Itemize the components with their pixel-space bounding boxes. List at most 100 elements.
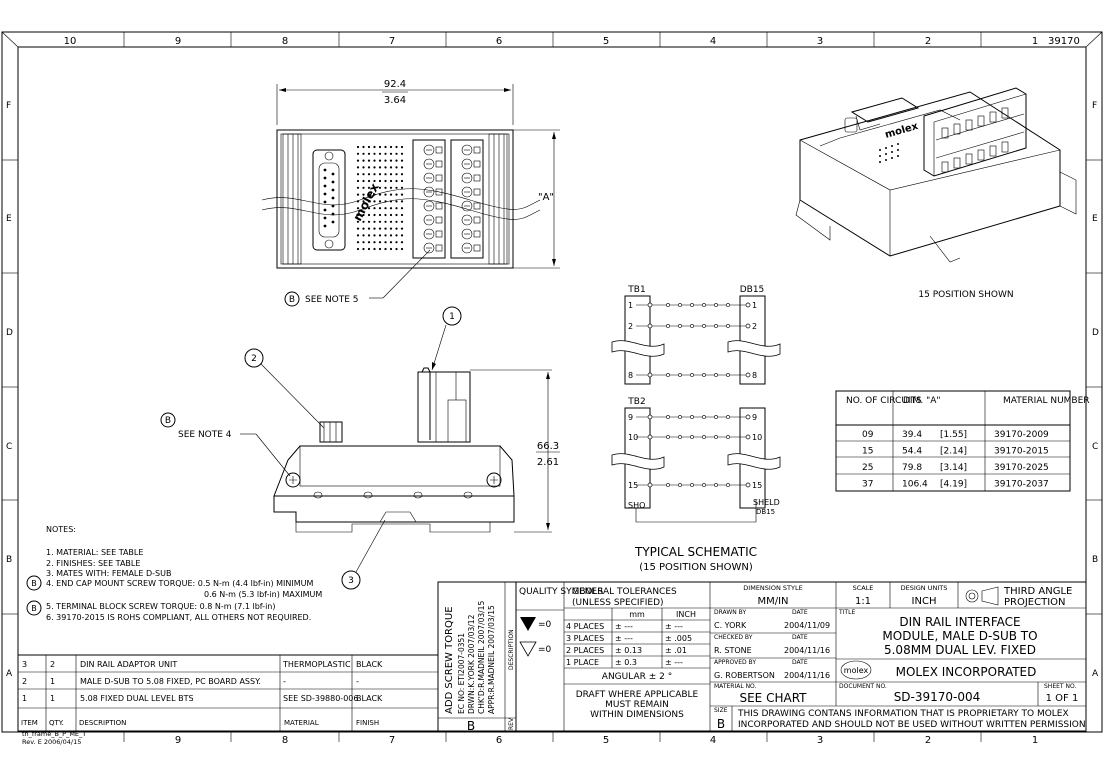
schem-dot [702, 435, 706, 439]
schem-pin-left: 8 [628, 371, 633, 380]
schem-dot [678, 373, 682, 377]
top-note-label: SEE NOTE 5 [305, 295, 359, 305]
schem-dot [726, 435, 730, 439]
chart-cell-circuits: 15 [862, 447, 873, 457]
chart-cell-dim-mm: 39.4 [902, 430, 922, 440]
schem-pin-right: 9 [752, 413, 757, 422]
quality-sym1: =0 [538, 620, 552, 630]
tol-inch-value: ± --- [665, 658, 683, 667]
document-no-label: DOCUMENT NO. [839, 683, 887, 690]
chart-cell-circuits: 25 [862, 463, 873, 473]
design-units: INCH [912, 596, 937, 607]
column-labels-bottom: 9 8 7 6 5 4 3 2 1 th_frame_B_P_ME_T Rev.… [22, 730, 1038, 746]
date-label: DATE [792, 609, 808, 616]
note-item: 4. END CAP MOUNT SCREW TORQUE: 0.5 N-m (… [46, 579, 313, 588]
schem-dot [702, 415, 706, 419]
row-label: B [6, 555, 12, 565]
col-label: 10 [64, 36, 77, 47]
checked-date: 2004/11/16 [784, 646, 830, 655]
bom-header-finish: FINISH [356, 719, 379, 727]
title-line2: MODULE, MALE D-SUB TO [882, 629, 1037, 643]
schem-tb1: TB1 [627, 285, 645, 295]
chart-cell-dim-mm: 79.8 [902, 463, 922, 473]
col-label: 5 [603, 36, 609, 47]
rev-label: REV [508, 717, 515, 730]
bom-cell: DIN RAIL ADAPTOR UNIT [80, 660, 177, 669]
tol-inch-value: ± .005 [665, 634, 692, 643]
bom-cell: - [283, 677, 286, 686]
schem-node [745, 434, 751, 440]
schem-sho: SHO [628, 501, 645, 510]
bom-cell: 1 [50, 694, 55, 703]
dim-style: MM/IN [757, 596, 788, 607]
schem-dot [714, 373, 718, 377]
top-view: 92.4 3.64 molex [261, 79, 560, 307]
row-labels: F E D C B A F E D C B A [6, 101, 1099, 679]
col-label: 5 [603, 735, 609, 746]
col-label: 2 [925, 36, 931, 47]
schem-dot [666, 324, 670, 328]
rev-letter: B [467, 719, 475, 733]
schem-node [745, 372, 751, 378]
tol-places: 1 PLACE [566, 658, 599, 667]
schem-pin-right: 10 [752, 433, 762, 442]
schem-dot [726, 303, 730, 307]
tol-places: 2 PLACES [566, 646, 604, 655]
row-label: D [1092, 328, 1099, 338]
schem-node [647, 372, 653, 378]
schem-dot [726, 373, 730, 377]
schem-pin-left: 10 [628, 433, 638, 442]
top-dim-a: "A" [538, 192, 554, 203]
schem-node [647, 302, 653, 308]
schem-dot [714, 483, 718, 487]
note-ref-b: B [165, 416, 171, 426]
proprietary-line2: INCORPORATED AND SHOULD NOT BE USED WITH… [738, 720, 1086, 730]
col-label: 9 [175, 735, 181, 746]
material-chart-table: NO. OF CIRCUITS DIM. "A" MATERIAL NUMBER… [835, 390, 1090, 492]
note-item: 5. TERMINAL BLOCK SCREW TORQUE: 0.8 N-m … [46, 602, 275, 611]
bom-cell: 1 [50, 677, 55, 686]
chart-cell-dim-in: [2.14] [940, 447, 967, 457]
col-label: 6 [496, 735, 502, 746]
schem-dot [690, 373, 694, 377]
title-line1: DIN RAIL INTERFACE [899, 615, 1020, 629]
schem-title: TYPICAL SCHEMATIC [634, 545, 757, 559]
col-label: 4 [710, 36, 716, 47]
schem-dot [714, 303, 718, 307]
bom-header-material: MATERIAL [284, 719, 319, 727]
material-no-label: MATERIAL NO. [714, 683, 757, 690]
schem-pin-right: 8 [752, 371, 757, 380]
dim-style-label: DIMENSION STYLE [743, 584, 802, 592]
schem-dot [666, 373, 670, 377]
schem-dot [666, 415, 670, 419]
checked-by: R. STONE [714, 646, 752, 655]
chart-header-material: MATERIAL NUMBER [1003, 396, 1090, 406]
balloon-3 [341, 570, 361, 590]
company-logo-text: molex [844, 666, 869, 675]
schem-shield: SHELD [753, 498, 780, 507]
quality-sym2: =0 [538, 645, 552, 655]
bom-cell: 2 [22, 677, 27, 686]
bom-cell: 1 [22, 694, 27, 703]
note-item: 3. MATES WITH: FEMALE D-SUB [46, 569, 171, 578]
row-label: C [1092, 442, 1098, 452]
angular-tol: ANGULAR ± 2 ° [602, 672, 672, 682]
balloon-1-label: 1 [449, 312, 455, 322]
size-label: SIZE [714, 707, 728, 714]
row-label: E [6, 214, 12, 224]
schem-pin-left: 9 [628, 413, 633, 422]
tol-inch-value: ± --- [665, 622, 683, 631]
bom-cell: 3 [22, 660, 27, 669]
schem-node [745, 302, 751, 308]
iso-caption: 15 POSITION SHOWN [918, 290, 1013, 300]
schem-tb2: TB2 [627, 397, 645, 407]
col-label: 3 [817, 735, 823, 746]
bom-header-desc: DESCRIPTION [79, 719, 126, 727]
schem-dot [678, 303, 682, 307]
row-label: C [6, 442, 12, 452]
col-label: 6 [496, 36, 502, 47]
row-label: E [1092, 214, 1098, 224]
iso-brand-logo: molex [884, 121, 920, 141]
schem-dot [666, 483, 670, 487]
